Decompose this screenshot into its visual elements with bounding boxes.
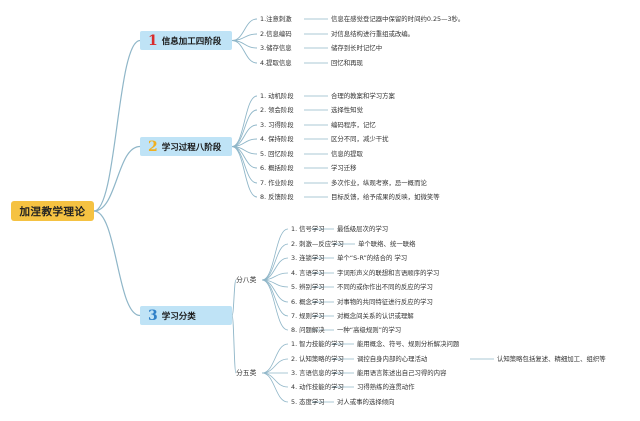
connector-line — [231, 146, 258, 169]
outcome-type-desc[interactable]: 能用概念、符号、规则分析解决问题 — [357, 340, 460, 348]
stage-desc[interactable]: 储存到长时记忆中 — [331, 44, 383, 52]
phase-desc[interactable]: 多次作业，纵观考察，忌一概而论 — [331, 179, 427, 187]
phase-name[interactable]: 3. 习得阶段 — [260, 121, 294, 129]
phase-name[interactable]: 8. 反馈阶段 — [260, 193, 294, 201]
connector-line — [261, 279, 289, 317]
outcome-type-desc[interactable]: 对人或事的选择倾向 — [337, 398, 395, 406]
connector-line — [93, 145, 141, 212]
connector-line — [261, 343, 289, 374]
connector-line — [261, 372, 289, 388]
branch-label-1: 信息加工四阶段 — [161, 36, 222, 47]
stage-name[interactable]: 2.信息编码 — [260, 30, 292, 38]
group-label-eight[interactable]: 分八类 — [236, 276, 257, 284]
connector-line — [261, 358, 289, 374]
learning-type-name[interactable]: 3. 连锁学习 — [291, 254, 325, 262]
learning-type-desc[interactable]: 单个联络、统一联络 — [358, 240, 416, 248]
connector-line — [231, 18, 258, 41]
phase-desc[interactable]: 目标反馈，给予成果的反映，如微笑等 — [331, 193, 440, 201]
connector-line — [261, 372, 289, 403]
connector-line — [261, 279, 289, 288]
connector-line — [231, 40, 258, 49]
stage-desc[interactable]: 信息在感觉登记器中保留的时间约0.25—3秒。 — [331, 15, 465, 23]
connector-line — [261, 279, 289, 303]
branch-label-2: 学习过程八阶段 — [161, 142, 222, 153]
learning-type-desc[interactable]: 一种“高级规则”的学习 — [337, 326, 402, 334]
outcome-type-name[interactable]: 5. 态度学习 — [291, 398, 325, 406]
phase-name[interactable]: 5. 回忆阶段 — [260, 150, 294, 158]
stage-desc[interactable]: 对信息结构进行重组或改编。 — [331, 30, 415, 38]
branch-node-3[interactable]: 3 学习分类 — [140, 306, 232, 325]
stage-name[interactable]: 4.提取信息 — [260, 59, 292, 67]
learning-type-name[interactable]: 2. 刺激—反应学习 — [291, 240, 344, 248]
phase-desc[interactable]: 学习迁移 — [331, 164, 357, 172]
phase-desc[interactable]: 区分不同，减少干扰 — [331, 135, 389, 143]
connector-line — [93, 210, 141, 317]
connector-line — [93, 39, 141, 212]
phase-desc[interactable]: 选择性知觉 — [331, 106, 363, 114]
outcome-type-desc[interactable]: 调控自身内部的心理活动 — [357, 355, 428, 363]
stage-desc[interactable]: 回忆和再现 — [331, 59, 363, 67]
connector-line — [261, 257, 289, 281]
outcome-type-name[interactable]: 2. 认知策略的学习 — [291, 355, 344, 363]
phase-name[interactable]: 2. 领会阶段 — [260, 106, 294, 114]
connector-line — [261, 228, 289, 281]
connector-line — [231, 279, 237, 316]
connector-line — [231, 146, 258, 184]
outcome-type-name[interactable]: 3. 言语信息的学习 — [291, 369, 344, 377]
phase-desc[interactable]: 合理的教案和学习方案 — [331, 92, 395, 100]
learning-type-name[interactable]: 7. 规则学习 — [291, 312, 325, 320]
connector-line — [231, 146, 258, 155]
outcome-type-extra[interactable]: 认知策略包括复述、精细加工、组织等 — [497, 355, 606, 363]
outcome-type-name[interactable]: 4. 动作技能的学习 — [291, 383, 344, 391]
outcome-type-name[interactable]: 1. 智力技能的学习 — [291, 340, 344, 348]
group-label-five[interactable]: 分五类 — [236, 369, 257, 377]
connector-line — [231, 33, 258, 41]
learning-type-desc[interactable]: 单个“S-R”的结合的 学习 — [337, 254, 408, 262]
learning-type-desc[interactable]: 不同的或你作出不同的反应的学习 — [337, 283, 433, 291]
learning-type-name[interactable]: 4. 言语学习 — [291, 269, 325, 277]
stage-name[interactable]: 1.注意刺激 — [260, 15, 292, 23]
learning-type-name[interactable]: 8. 问题解决 — [291, 326, 325, 334]
connector-line — [231, 124, 258, 147]
root-node[interactable]: 加涅教学理论 — [11, 201, 94, 221]
learning-type-name[interactable]: 5. 辨别学习 — [291, 283, 325, 291]
connector-line — [231, 138, 258, 147]
phase-name[interactable]: 1. 动机阶段 — [260, 92, 294, 100]
learning-type-desc[interactable]: 对概念间关系的认识或理解 — [337, 312, 414, 320]
branch-number-1: 1 — [148, 32, 158, 49]
phase-desc[interactable]: 编码程序，记忆 — [331, 121, 376, 129]
phase-name[interactable]: 7. 作业阶段 — [260, 179, 294, 187]
connector-line — [231, 40, 258, 64]
phase-name[interactable]: 4. 保持阶段 — [260, 135, 294, 143]
branch-number-3: 3 — [148, 307, 158, 324]
connector-line — [261, 272, 289, 281]
connector-line — [231, 315, 237, 374]
outcome-type-desc[interactable]: 习得熟练的连贯动作 — [357, 383, 415, 391]
learning-type-desc[interactable]: 字词形声义的联想和言语顺序的学习 — [337, 269, 440, 277]
connector-line — [231, 109, 258, 147]
branch-node-2[interactable]: 2 学习过程八阶段 — [140, 137, 232, 156]
branch-number-2: 2 — [148, 138, 158, 155]
learning-type-name[interactable]: 1. 信号学习 — [291, 225, 325, 233]
connector-line — [261, 243, 289, 281]
stage-name[interactable]: 3.储存信息 — [260, 44, 292, 52]
phase-desc[interactable]: 信息的提取 — [331, 150, 363, 158]
branch-label-3: 学习分类 — [161, 311, 196, 322]
connector-line — [231, 146, 258, 198]
outcome-type-desc[interactable]: 能用语言陈述出自己习得的内容 — [357, 369, 447, 377]
connector-line — [261, 279, 289, 331]
learning-type-name[interactable]: 6. 概念学习 — [291, 298, 325, 306]
phase-name[interactable]: 6. 概括阶段 — [260, 164, 294, 172]
learning-type-desc[interactable]: 最低级层次的学习 — [337, 225, 389, 233]
branch-node-1[interactable]: 1 信息加工四阶段 — [140, 31, 232, 50]
connector-line — [231, 95, 258, 147]
learning-type-desc[interactable]: 对事物的共同特征进行反应的学习 — [337, 298, 433, 306]
